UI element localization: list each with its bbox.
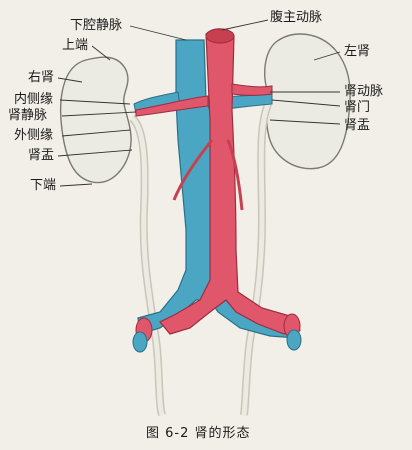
label-left-kidney: 左肾 xyxy=(344,44,371,59)
label-medial-border: 内侧缘 xyxy=(14,92,54,107)
label-renal-vein: 肾静脉 xyxy=(8,108,48,123)
leader-lines xyxy=(57,19,341,187)
label-lower-pole: 下端 xyxy=(30,178,57,193)
label-renal-pelvis-left: 肾盂 xyxy=(344,118,371,133)
label-inferior-vena-cava: 下腔静脉 xyxy=(70,18,123,33)
label-renal-hilum: 肾门 xyxy=(344,100,371,115)
left-kidney-shape xyxy=(264,33,351,170)
label-lateral-border: 外侧缘 xyxy=(14,128,54,143)
figure-caption: 图 6-2 肾的形态 xyxy=(146,426,251,441)
label-renal-artery: 肾动脉 xyxy=(344,84,384,99)
abdominal-aorta xyxy=(135,28,302,335)
label-renal-pelvis-right: 肾盂 xyxy=(28,148,55,163)
label-right-kidney: 右肾 xyxy=(28,70,55,85)
right-kidney-shape xyxy=(59,56,132,184)
label-abdominal-aorta: 腹主动脉 xyxy=(270,10,323,25)
label-upper-pole: 上端 xyxy=(62,38,89,53)
